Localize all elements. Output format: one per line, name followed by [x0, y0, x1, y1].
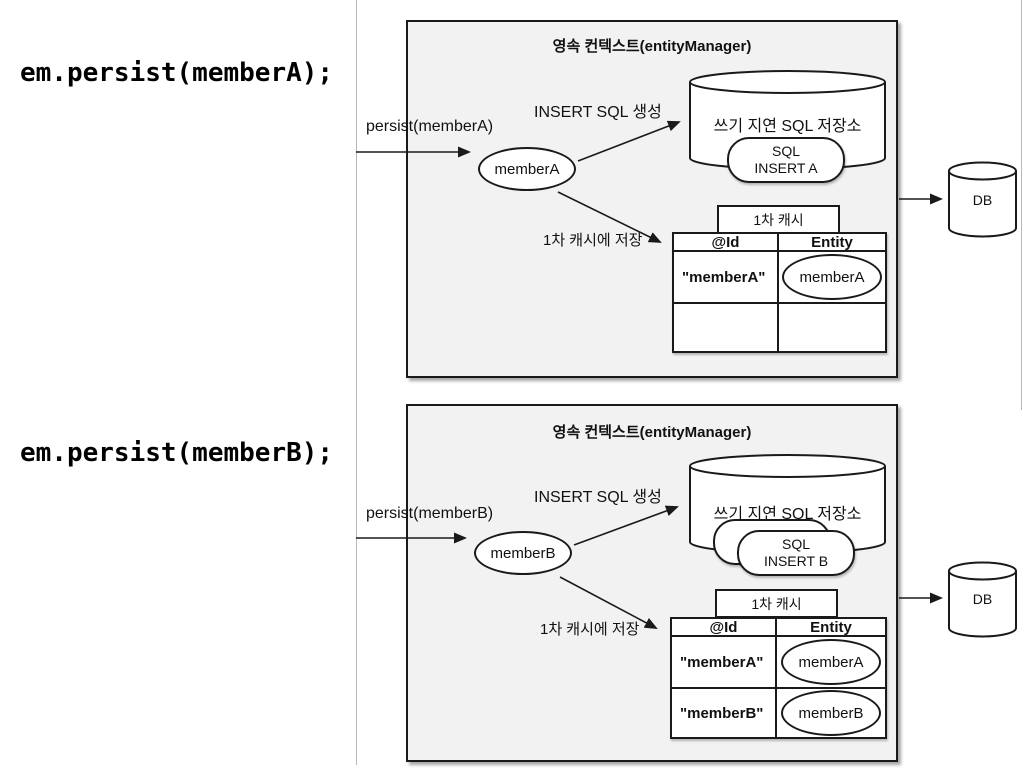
first-level-cache-label-b: 1차 캐시 — [715, 589, 838, 618]
db-label-b: DB — [972, 591, 993, 607]
entity-node-memberB: memberB — [474, 531, 572, 575]
first-level-cache-label-a: 1차 캐시 — [717, 205, 840, 234]
column-divider-line — [356, 0, 357, 765]
sql-insert-pill-b: SQL INSERT B — [737, 530, 855, 576]
persistence-context-title-a: 영속 컨텍스트(entityManager) — [552, 38, 752, 55]
persistence-context-title-b: 영속 컨텍스트(entityManager) — [552, 424, 752, 441]
persist-call-label-a: persist(memberA) — [366, 118, 494, 135]
sql-insert-pill-a: SQL INSERT A — [727, 137, 845, 183]
entity-ellipse-memberA: memberA — [781, 639, 881, 685]
cache-row1-id: "memberA" — [672, 637, 777, 689]
sql-pill-line1: SQL — [781, 536, 810, 553]
cache-row1-id: "memberA" — [674, 252, 779, 304]
cache-header-entity: Entity — [779, 234, 885, 252]
sql-pill-line2: INSERT B — [763, 553, 829, 569]
sql-pill-line1: SQL — [771, 143, 800, 160]
code-snippet-persist-memberA: em.persist(memberA); — [20, 58, 334, 88]
cache-row2-entity: memberB — [777, 689, 885, 737]
cache-row2-entity — [779, 304, 885, 351]
code-snippet-persist-memberB: em.persist(memberB); — [20, 438, 334, 468]
entity-node-memberA: memberA — [478, 147, 576, 191]
sql-pill-line2: INSERT A — [754, 160, 818, 176]
entity-ellipse-label: memberA — [798, 653, 864, 671]
entity-node-label: memberA — [494, 160, 560, 178]
persist-call-label-b: persist(memberB) — [366, 505, 494, 522]
right-edge-line — [1021, 0, 1022, 410]
cache-row2-id — [674, 304, 779, 351]
cache-row2-id: "memberB" — [672, 689, 777, 737]
first-cache-store-label-b: 1차 캐시에 저장 — [540, 621, 640, 638]
cache-row1-entity: memberA — [777, 637, 885, 689]
first-level-cache-table-a: @Id Entity "memberA" memberA — [672, 232, 887, 353]
entity-ellipse-memberB: memberB — [781, 690, 881, 736]
entity-ellipse-label: memberB — [798, 704, 864, 722]
cache-header-entity: Entity — [777, 619, 885, 637]
db-label-a: DB — [972, 192, 993, 208]
cache-header-id: @Id — [674, 234, 779, 252]
cache-row1-entity: memberA — [779, 252, 885, 304]
entity-node-label: memberB — [490, 544, 556, 562]
cache-header-id: @Id — [672, 619, 777, 637]
entity-ellipse-memberA: memberA — [782, 254, 882, 300]
write-behind-storage-title-a: 쓰기 지연 SQL 저장소 — [713, 118, 862, 135]
first-level-cache-table-b: @Id Entity "memberA" memberA "memberB" m… — [670, 617, 887, 739]
insert-sql-label-a: INSERT SQL 생성 — [534, 104, 662, 121]
first-cache-store-label-a: 1차 캐시에 저장 — [543, 232, 643, 249]
write-behind-storage-title-b: 쓰기 지연 SQL 저장소 — [713, 506, 862, 523]
insert-sql-label-b: INSERT SQL 생성 — [534, 489, 662, 506]
entity-ellipse-label: memberA — [799, 268, 865, 286]
